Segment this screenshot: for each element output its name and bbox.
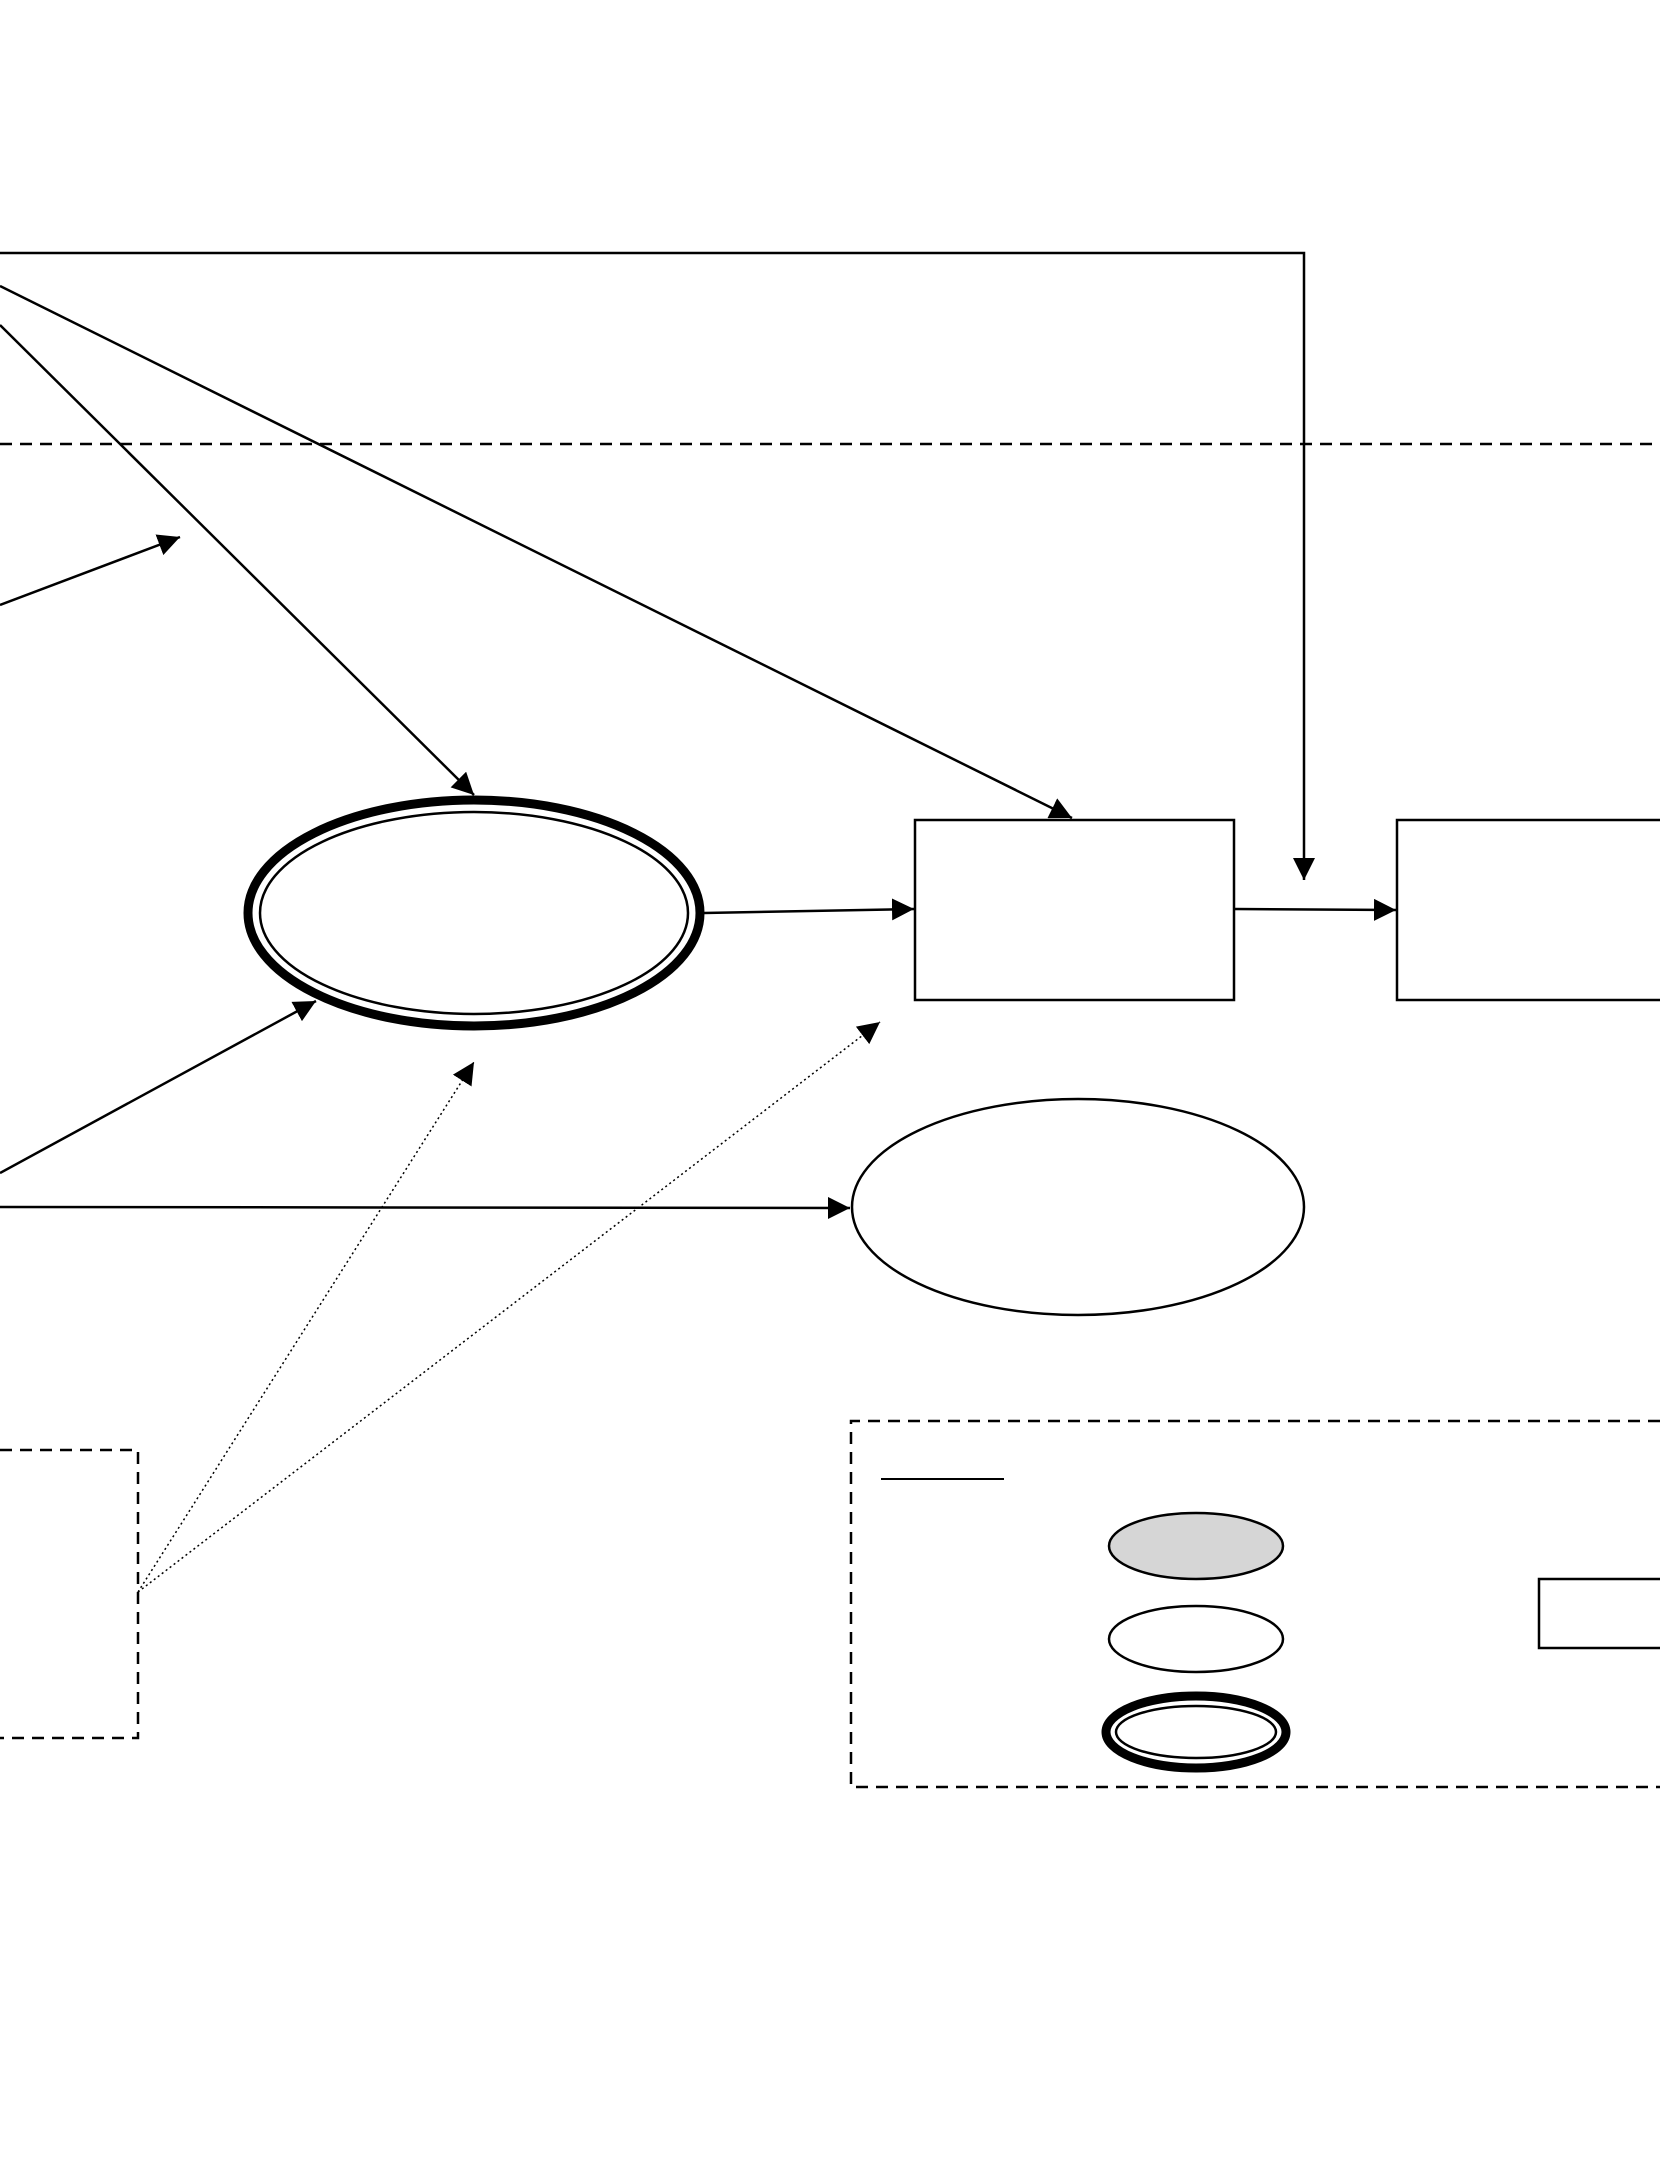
lower-left-dashed-box	[0, 1448, 140, 1740]
lower-left-to-ellipse-arrow	[0, 999, 317, 1175]
legend-grey-ellipse	[1107, 1511, 1285, 1581]
ellipse-to-rect-arrow	[703, 898, 915, 921]
rect-to-rect-arrow	[1233, 898, 1397, 921]
main-latent-ellipse	[243, 795, 705, 1031]
legend-border	[849, 1419, 1660, 1789]
dotted-arrow-to-rect	[137, 1021, 881, 1593]
diagonal-arrow-to-rect	[0, 284, 1073, 820]
horizontal-arrow-to-lower-ellipse	[0, 1196, 851, 1219]
legend-rectangle	[1537, 1577, 1660, 1650]
middle-rectangle	[913, 818, 1236, 1002]
legend-plain-ellipse	[1107, 1604, 1285, 1674]
top-connector-line	[0, 251, 1315, 880]
dotted-arrow-to-ellipse	[137, 1061, 475, 1593]
diagonal-arrow-to-ellipse	[0, 324, 475, 796]
legend-double-ellipse	[1101, 1691, 1291, 1773]
legend-box	[849, 1419, 1660, 1789]
lower-ellipse	[850, 1097, 1306, 1317]
right-rectangle	[1395, 818, 1660, 1002]
short-arrow-upper-left	[0, 534, 181, 607]
